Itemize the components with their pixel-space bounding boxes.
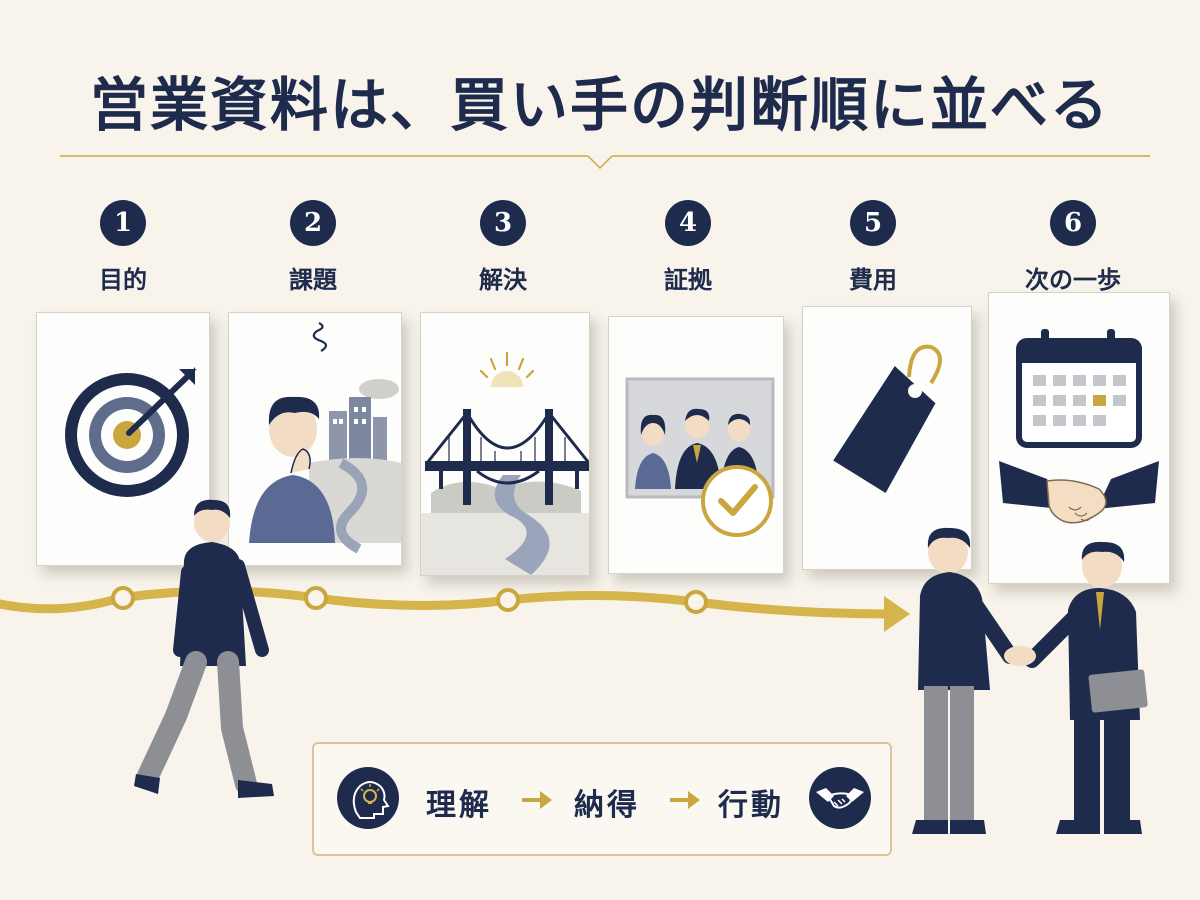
- head-lightbulb-icon: [337, 767, 399, 829]
- seller-person-icon: [912, 527, 1018, 834]
- step-3-card: [420, 312, 590, 576]
- summary-word-action: 行動: [718, 788, 784, 823]
- thinking-person-icon: [249, 322, 401, 554]
- step-number-badge: 3: [480, 200, 526, 246]
- arrow-right-icon: [670, 791, 700, 809]
- step-6-card: [988, 292, 1170, 584]
- step-2-header: 2 課題: [253, 200, 373, 295]
- summary-word-convinced: 納得: [574, 788, 640, 823]
- summary-word-understand: 理解: [426, 788, 492, 823]
- step-1-card: [36, 312, 210, 566]
- step-number-badge: 5: [850, 200, 896, 246]
- step-label: 目的: [99, 266, 147, 294]
- summary-box: 理解 納得 行動: [312, 742, 892, 856]
- arrow-right-icon: [522, 791, 552, 809]
- walking-person-icon: [134, 499, 274, 798]
- buyer-person-icon: [1024, 541, 1148, 834]
- handshake-icon: [809, 767, 871, 829]
- step-4-card: [608, 316, 784, 574]
- handshake-hands: [1004, 646, 1036, 666]
- calendar-handshake-icon: [999, 329, 1159, 524]
- step-number-badge: 6: [1050, 200, 1096, 246]
- step-number-badge: 1: [100, 200, 146, 246]
- bridge-icon: [421, 351, 589, 575]
- step-label: 証拠: [664, 266, 712, 294]
- step-3-header: 3 解決: [443, 200, 563, 295]
- path-node-markers: [111, 586, 708, 614]
- page-title: 営業資料は、買い手の判断順に並べる: [89, 71, 1110, 139]
- step-1-header: 1 目的: [63, 200, 183, 295]
- team-photo-check-icon: [625, 377, 775, 537]
- step-number-badge: 4: [665, 200, 711, 246]
- target-icon: [65, 367, 197, 497]
- step-label: 課題: [289, 266, 337, 294]
- step-4-header: 4 証拠: [628, 200, 748, 295]
- step-2-card: [228, 312, 402, 566]
- step-label: 解決: [479, 266, 527, 294]
- step-label: 次の一歩: [1025, 266, 1121, 294]
- path-arrowhead: [884, 596, 910, 632]
- step-number-badge: 2: [290, 200, 336, 246]
- title-divider: [60, 155, 1150, 170]
- step-5-header: 5 費用: [813, 200, 933, 295]
- step-5-card: [802, 306, 972, 570]
- step-6-header: 6 次の一歩: [1013, 200, 1133, 295]
- step-label: 費用: [849, 266, 897, 294]
- price-tag-icon: [833, 344, 942, 493]
